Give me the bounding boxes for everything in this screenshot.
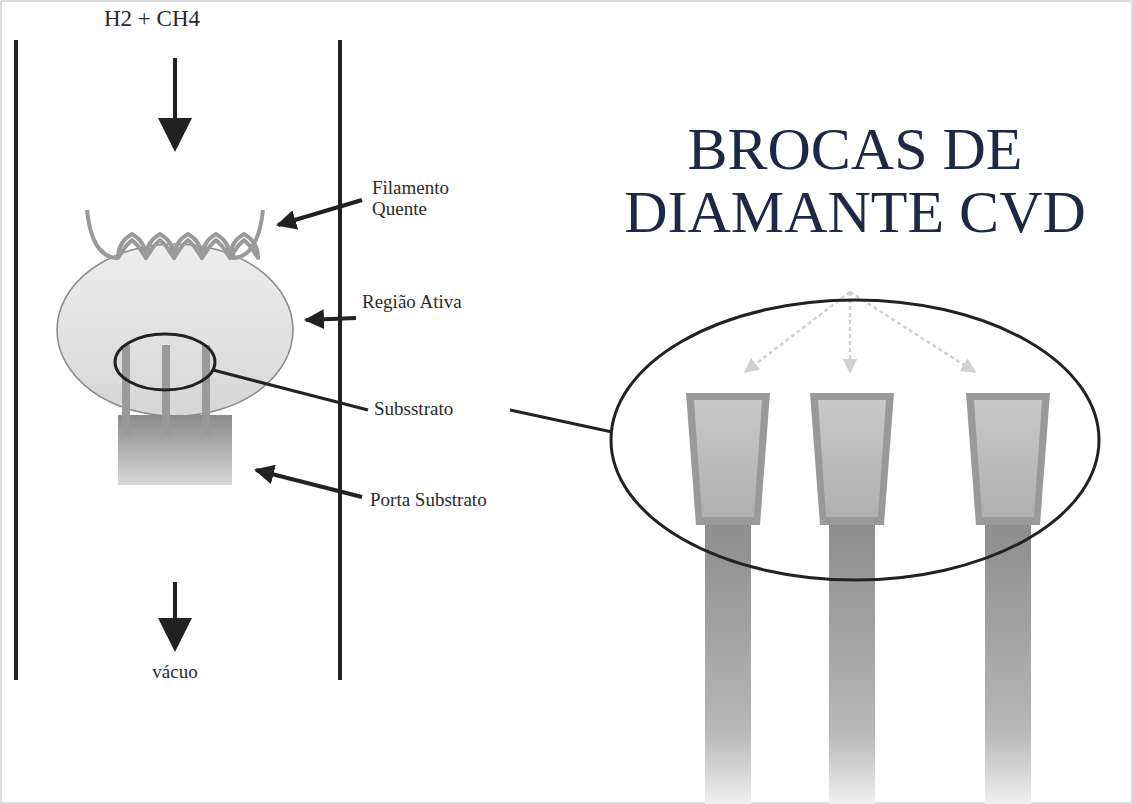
- substrate: [202, 345, 210, 435]
- part-label: Subsstrato: [374, 399, 514, 420]
- pointer-arrow: [306, 318, 356, 320]
- part-label: Porta Substrato: [370, 490, 500, 511]
- part-label: H2 + CH4: [104, 6, 254, 31]
- substrate: [122, 345, 130, 435]
- part-label: Filamento Quente: [372, 178, 492, 220]
- drill-bits: [686, 393, 1050, 804]
- vacuum-arrow: [158, 618, 192, 652]
- reactor-wall: [338, 40, 342, 680]
- leader-line: [213, 370, 368, 410]
- leader-line: [510, 410, 612, 432]
- pointer-arrow: [256, 470, 362, 497]
- title: BROCAS DE DIAMANTE CVD: [585, 118, 1125, 244]
- part-label: Região Ativa: [362, 292, 482, 313]
- substrate-circle: [115, 334, 215, 390]
- pointer-arrow: [278, 200, 362, 225]
- part-label: vácuo: [130, 662, 220, 683]
- reactor-wall: [14, 40, 18, 680]
- zoom-circle: [611, 300, 1099, 580]
- inlet-arrow: [158, 118, 192, 152]
- active-region: [57, 244, 293, 416]
- substrate-holder: [118, 415, 232, 485]
- hot-filament: [87, 210, 263, 258]
